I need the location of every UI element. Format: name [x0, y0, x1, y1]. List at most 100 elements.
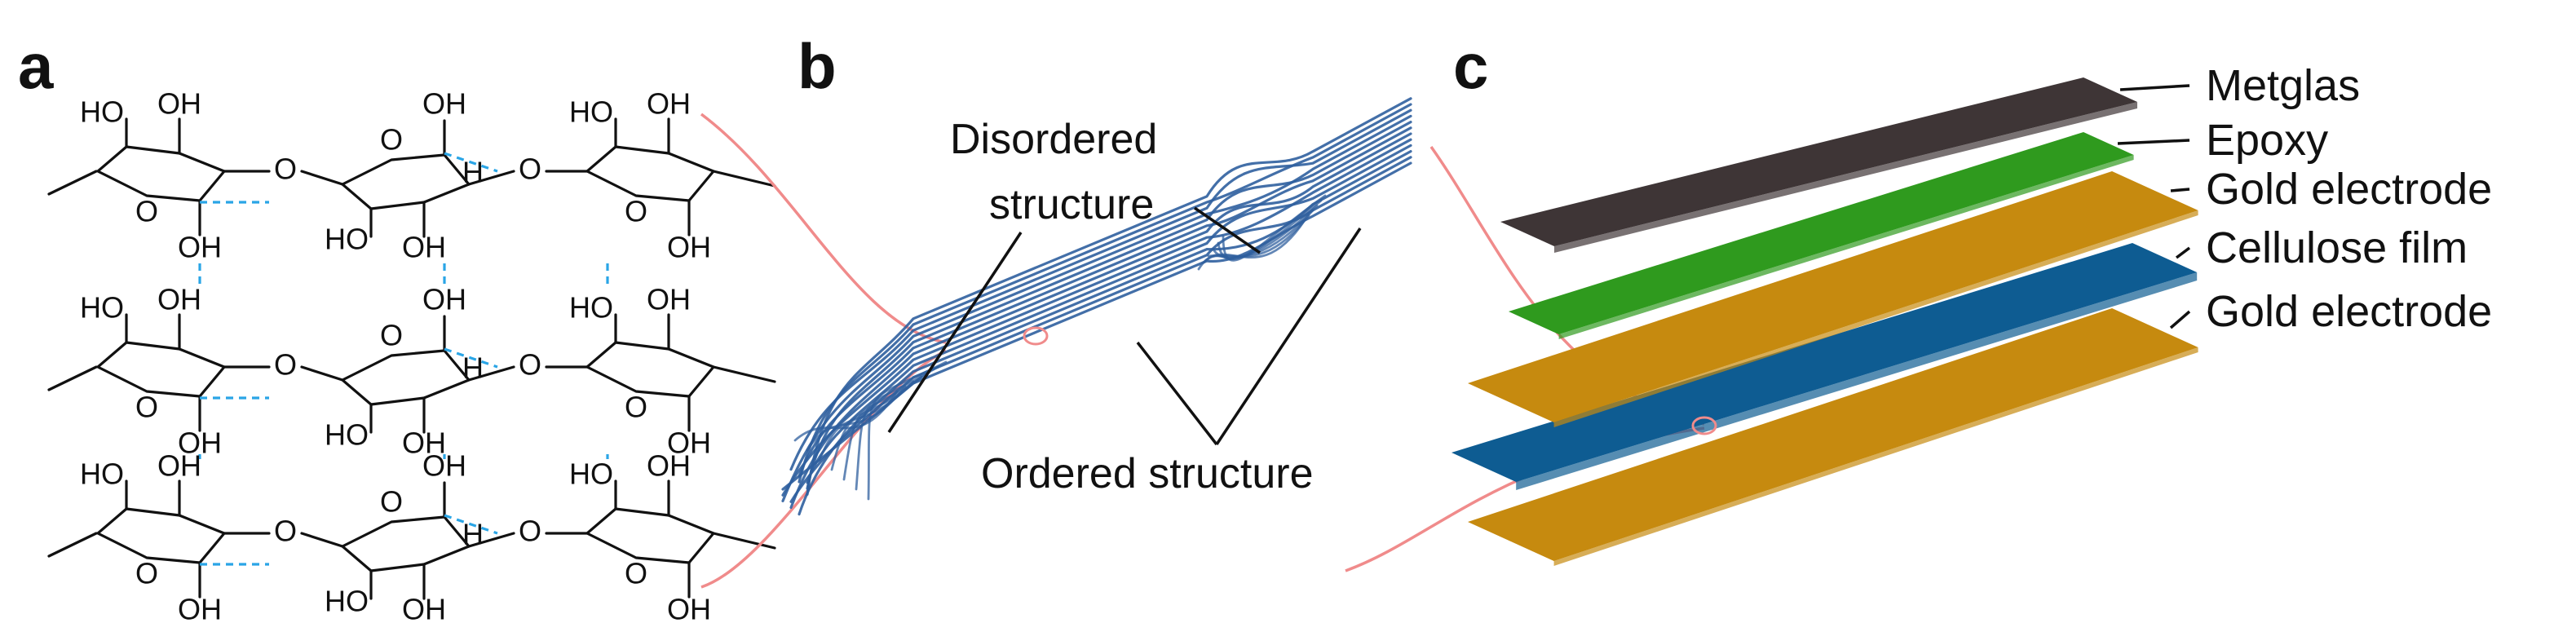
glucose-ring — [96, 341, 226, 398]
layer-4-top — [1451, 243, 2198, 482]
layer-leader-line — [2117, 139, 2190, 145]
fiber-strand — [798, 103, 1412, 484]
hydroxyl-label: OH — [647, 283, 691, 316]
bond — [467, 170, 515, 186]
ring-oxygen-label: O — [625, 557, 647, 590]
hydroxyl-label: OH — [178, 231, 222, 264]
bond — [712, 532, 776, 550]
bond — [712, 170, 776, 188]
bond — [467, 365, 515, 382]
layer-2-edge — [1558, 155, 2134, 339]
glucose-ring — [341, 349, 471, 406]
fiber-loose-end — [867, 360, 948, 501]
hydroxyl-label: OH — [422, 87, 466, 121]
layer-leader-line — [2169, 310, 2191, 329]
leader-disordered-right — [1194, 206, 1261, 254]
bond — [300, 170, 344, 186]
hydroxyl-label: OH — [402, 593, 446, 623]
layer-label: Metglas — [2206, 61, 2360, 110]
hydroxyl-label: HO — [80, 457, 124, 491]
glycosidic-oxygen-label: O — [519, 152, 541, 186]
glycosidic-oxygen-label: O — [274, 515, 297, 548]
hydrogen-bond — [444, 152, 498, 173]
hydroxyl-label: HO — [569, 95, 613, 129]
layer-leader-line — [2175, 246, 2191, 259]
zoom-circle-c — [1691, 416, 1717, 435]
hydroxyl-label: OH — [667, 231, 711, 264]
ring-oxygen-label: O — [380, 319, 403, 352]
hydroxyl-label: HO — [80, 95, 124, 129]
fiber-strand — [806, 144, 1412, 484]
fiber-strand — [806, 97, 1412, 496]
hydroxyl-label: HO — [569, 291, 613, 325]
layer-leader-line — [2119, 84, 2190, 91]
hydroxyl-label: OH — [178, 426, 222, 460]
layer-2-top — [1509, 132, 2134, 334]
layer-1-top — [1500, 77, 2137, 246]
ring-oxygen-label: O — [135, 195, 158, 228]
fiber-strand — [798, 126, 1412, 478]
bond — [300, 532, 344, 548]
leader-ordered-right — [1215, 228, 1362, 445]
device-layers — [1451, 77, 2198, 566]
hydrogen-bonds — [198, 152, 609, 566]
molecular-bonds — [47, 117, 776, 600]
fiber-strand — [781, 114, 1412, 502]
ring-oxygen-label: O — [625, 195, 647, 228]
panel-letter-c: c — [1453, 30, 1488, 102]
fiber-strand — [789, 132, 1412, 510]
hydroxyl-label: OH — [157, 87, 201, 121]
layer-1-edge — [1554, 102, 2137, 253]
bond — [300, 365, 344, 382]
hbond-hydrogen-label: H — [462, 518, 484, 551]
layer-3-top — [1468, 171, 2198, 422]
ring-oxygen-label: O — [135, 391, 158, 424]
hydroxyl-label: HO — [325, 585, 369, 618]
bond — [47, 532, 98, 558]
glycosidic-oxygen-label: O — [519, 515, 541, 548]
label-ordered: Ordered structure — [981, 450, 1314, 497]
cellulose-fiber-schematic: Disordered structure Ordered structure — [700, 97, 1412, 589]
hydrogen-bond — [444, 347, 498, 369]
layer-label: Gold electrode — [2206, 287, 2492, 336]
ring-oxygen-label: O — [625, 391, 647, 424]
hydroxyl-label: OH — [422, 283, 466, 316]
hydroxyl-label: OH — [422, 449, 466, 483]
fiber-strand — [789, 108, 1412, 471]
hydroxyl-label: OH — [157, 449, 201, 483]
glucose-ring — [341, 153, 471, 210]
glycosidic-oxygen-label: O — [274, 152, 297, 186]
glycosidic-oxygen-label: O — [519, 348, 541, 382]
fiber-bundle — [781, 97, 1412, 516]
glucose-ring — [341, 515, 471, 572]
label-disordered-line2: structure — [989, 181, 1154, 228]
hbond-hydrogen-label: H — [462, 156, 484, 189]
glucose-ring — [96, 145, 226, 202]
layer-label: Epoxy — [2206, 116, 2328, 165]
hbond-hydrogen-label: H — [462, 351, 484, 385]
layer-label: Gold electrode — [2206, 165, 2492, 214]
hydroxyl-label: HO — [80, 291, 124, 325]
fiber-loose-end — [842, 370, 931, 481]
hydroxyl-label: OH — [647, 449, 691, 483]
layer-4-edge — [1516, 272, 2198, 490]
bond — [47, 170, 98, 196]
glucose-ring — [96, 507, 226, 564]
panel-letter-b: b — [798, 30, 837, 102]
bond — [467, 532, 515, 548]
leader-ordered-left — [1136, 341, 1218, 446]
zoom-circle-b — [1023, 326, 1049, 346]
leader-disordered-left — [887, 232, 1023, 433]
hydroxyl-label: OH — [178, 593, 222, 623]
layer-label: Cellulose film — [2206, 223, 2468, 272]
hydroxyl-label: OH — [667, 593, 711, 623]
layer-leader-line — [2170, 188, 2190, 192]
hydroxyl-label: HO — [325, 418, 369, 452]
fiber-loose-end — [855, 365, 939, 491]
layer-5-edge — [1553, 347, 2198, 566]
zoom-line-a-to-b-top — [700, 113, 947, 344]
